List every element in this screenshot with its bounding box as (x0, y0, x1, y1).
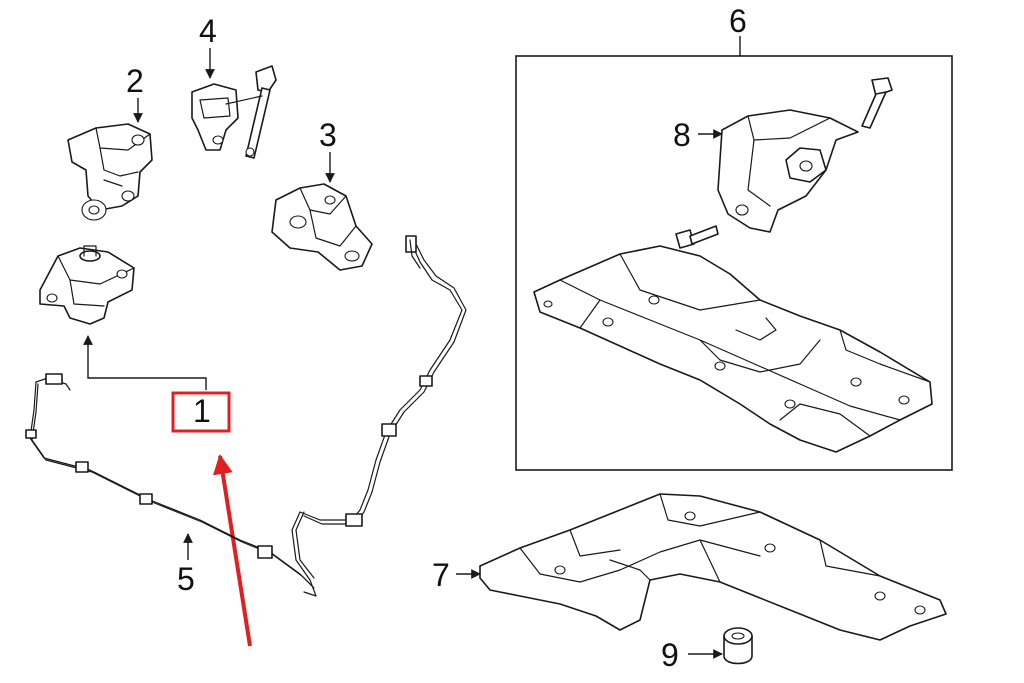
callout-1: 1 (193, 393, 211, 429)
part-3-bracket[interactable] (271, 183, 373, 271)
leader-1 (83, 335, 207, 390)
callout-1-highlight-box (171, 391, 231, 433)
part-9-bushing[interactable] (723, 627, 753, 665)
red-pointer-arrow (212, 454, 252, 647)
part-5-wiring-harness[interactable] (25, 235, 467, 597)
part-8-transmission-mount[interactable] (675, 77, 893, 249)
part-7-crossmember[interactable] (479, 493, 947, 641)
callout-5: 5 (177, 561, 195, 597)
part-1-engine-mount[interactable] (39, 245, 135, 325)
callout-3: 3 (319, 117, 337, 153)
callout-8: 8 (673, 117, 691, 153)
callout-7: 7 (432, 557, 450, 593)
part-2-mount-bracket[interactable] (67, 123, 153, 221)
callout-4: 4 (199, 13, 217, 49)
callout-9: 9 (661, 637, 679, 673)
part-6-crossmember[interactable] (533, 245, 933, 453)
kit-6-frame (515, 55, 953, 471)
part-4-height-sensor[interactable] (191, 65, 277, 159)
callout-6: 6 (729, 3, 747, 39)
callout-2: 2 (126, 63, 144, 99)
